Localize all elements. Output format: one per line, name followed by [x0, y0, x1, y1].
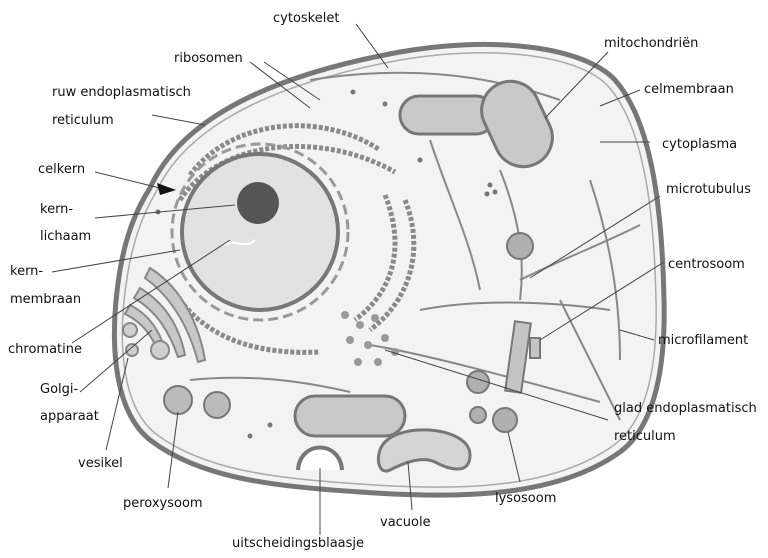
label-kernlichaam-line2: lichaam	[40, 229, 91, 244]
nucleolus	[237, 182, 279, 224]
label-celmembraan: celmembraan	[644, 82, 734, 97]
label-celkern: celkern	[38, 162, 85, 177]
label-centrosoom: centrosoom	[668, 257, 745, 272]
label-glad-er-line1: glad endoplasmatisch	[614, 401, 757, 416]
label-ribosomen: ribosomen	[174, 51, 243, 66]
nuclear-envelope	[182, 154, 338, 310]
label-chromatine: chromatine	[8, 342, 82, 357]
label-cytoskelet: cytoskelet	[273, 11, 339, 26]
label-ruw-er-line1: ruw endoplasmatisch	[52, 85, 191, 100]
label-microtubulus: microtubulus	[666, 182, 751, 197]
label-golgi-line2: apparaat	[40, 409, 99, 424]
label-vesikel: vesikel	[78, 456, 123, 471]
label-vacuole: vacuole	[380, 515, 431, 530]
label-kernmembraan-line2: membraan	[10, 292, 81, 307]
label-mitochondrien: mitochondriën	[604, 36, 698, 51]
label-golgi-line1: Golgi-	[40, 382, 79, 397]
label-ruw-er-line2: reticulum	[52, 113, 114, 128]
label-uitscheidingsblaasje: uitscheidingsblaasje	[232, 536, 364, 551]
label-kernmembraan-line1: kern-	[10, 264, 43, 279]
label-kernlichaam-line1: kern-	[40, 202, 73, 217]
label-lysosoom: lysosoom	[495, 491, 556, 506]
label-glad-er-line2: reticulum	[614, 429, 676, 444]
label-peroxysoom: peroxysoom	[123, 496, 203, 511]
label-microfilament: microfilament	[658, 333, 748, 348]
label-cytoplasma: cytoplasma	[662, 137, 737, 152]
